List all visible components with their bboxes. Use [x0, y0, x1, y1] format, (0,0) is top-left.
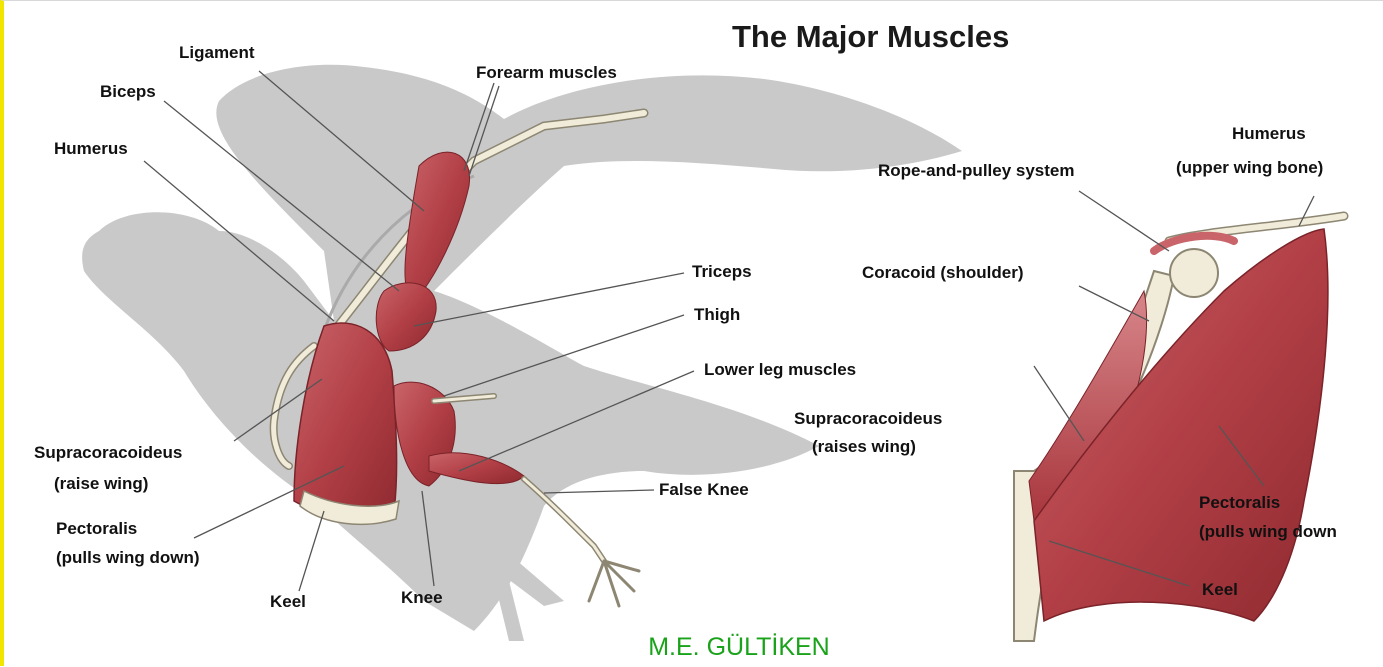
label-supracoracoideus: Supracoracoideus: [34, 443, 182, 463]
label-humerus-right: Humerus: [1232, 124, 1306, 144]
label-coracoid: Coracoid (shoulder): [862, 263, 1024, 283]
label-lower-leg-muscles: Lower leg muscles: [704, 360, 856, 380]
label-humerus-right-note: (upper wing bone): [1176, 158, 1323, 178]
author-credit: M.E. GÜLTİKEN: [4, 633, 1383, 662]
label-keel-right: Keel: [1202, 580, 1238, 600]
shoulder-detail-right: [1014, 216, 1344, 641]
label-thigh: Thigh: [694, 305, 740, 325]
label-pectoralis: Pectoralis: [56, 519, 137, 539]
label-supracoracoideus-note: (raise wing): [54, 474, 148, 494]
label-supracoracoideus-right: Supracoracoideus: [794, 409, 942, 429]
label-supracoracoideus-right-note: (raises wing): [812, 437, 916, 457]
label-biceps: Biceps: [100, 82, 156, 102]
diagram-title: The Major Muscles: [732, 19, 1009, 55]
label-ligament: Ligament: [179, 43, 255, 63]
label-knee: Knee: [401, 588, 443, 608]
label-triceps: Triceps: [692, 262, 752, 282]
anatomy-illustration: [4, 1, 1383, 667]
label-pectoralis-right: Pectoralis: [1199, 493, 1280, 513]
label-pectoralis-note: (pulls wing down): [56, 548, 200, 568]
bird-silhouette: [82, 65, 962, 641]
label-false-knee: False Knee: [659, 480, 749, 500]
label-pectoralis-right-note: (pulls wing down: [1199, 522, 1337, 542]
label-forearm-muscles: Forearm muscles: [476, 63, 617, 83]
label-rope-and-pulley: Rope-and-pulley system: [878, 161, 1075, 181]
label-humerus: Humerus: [54, 139, 128, 159]
label-keel: Keel: [270, 592, 306, 612]
